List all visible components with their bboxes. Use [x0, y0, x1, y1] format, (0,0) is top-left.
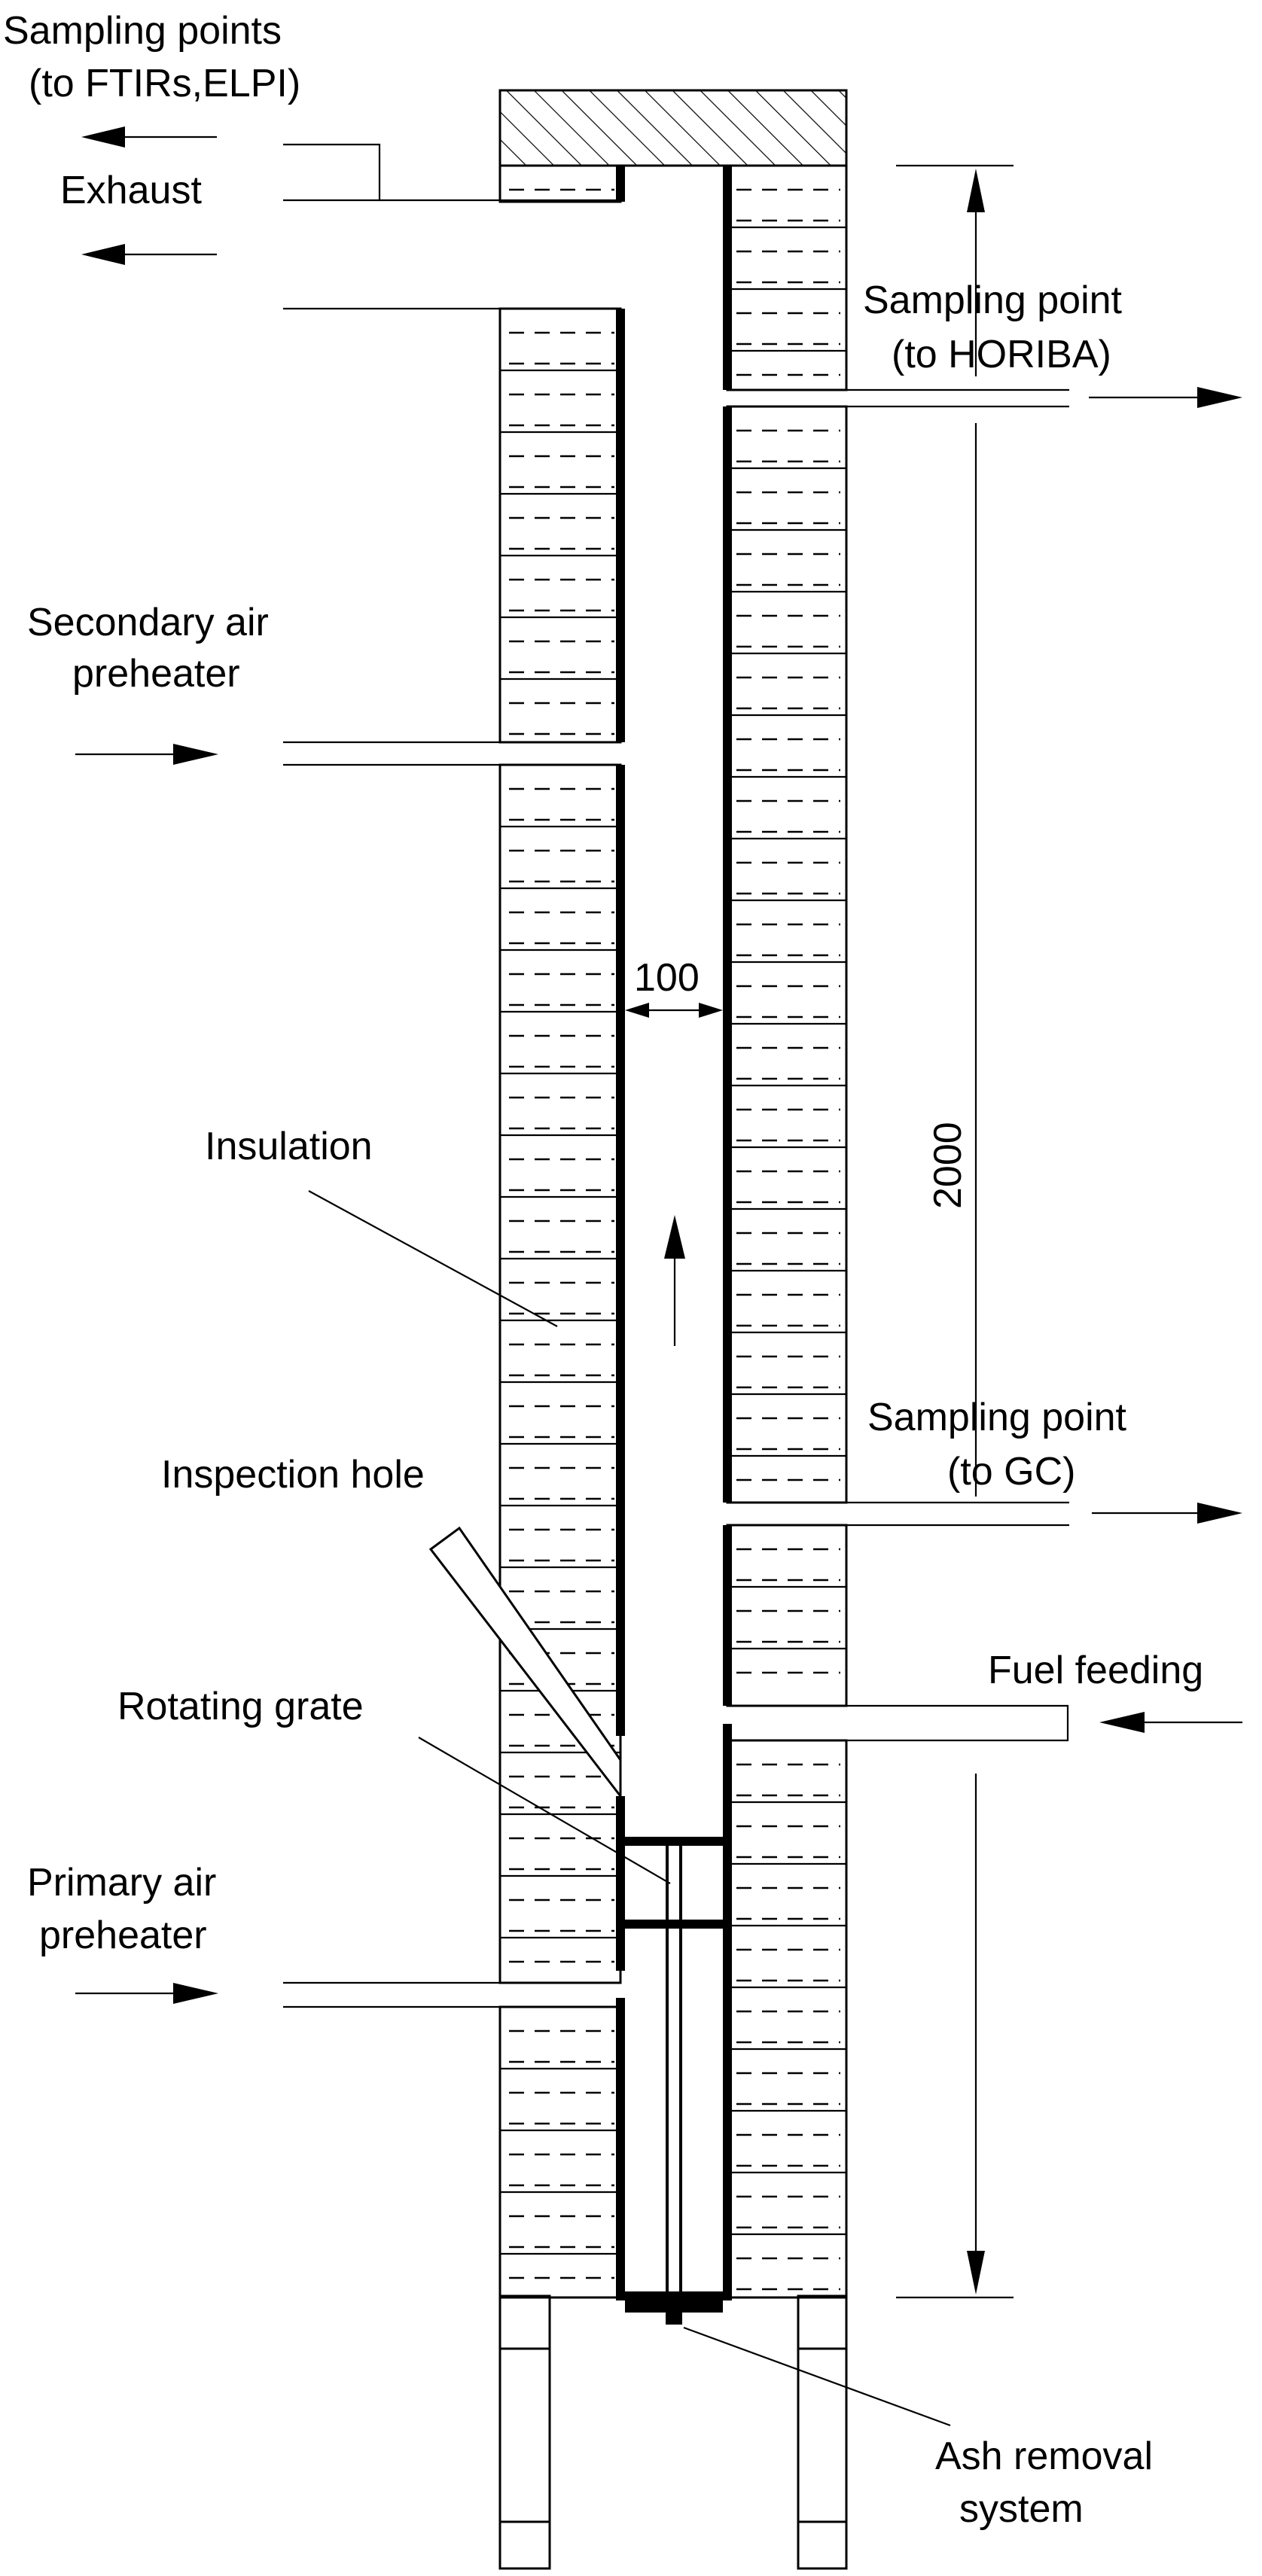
primary-air-label-line2: preheater [39, 1914, 207, 1957]
horiba-sampling-duct [727, 388, 1069, 408]
secondary-air-duct [283, 741, 620, 766]
top-cap [498, 89, 848, 167]
width-dimension-label: 100 [634, 956, 700, 1000]
fuel-feeding-duct [727, 1704, 1069, 1742]
reactor-walls [616, 166, 732, 2297]
sampling-points-label-line2: (to FTIRs,ELPI) [29, 62, 300, 105]
insulation-label: Insulation [205, 1125, 373, 1168]
inspection-hole-label: Inspection hole [161, 1453, 425, 1497]
sampling-gc-label-line2: (to GC) [947, 1450, 1075, 1494]
primary-air-duct [283, 1981, 620, 2008]
inspection-hole-tube [428, 1526, 622, 1800]
primary-air-label-line1: Primary air [27, 1861, 216, 1905]
ash-removal-label-line2: system [959, 2487, 1084, 2531]
exhaust-label: Exhaust [60, 169, 202, 212]
gc-sampling-duct [727, 1501, 1069, 1527]
rotating-grate [616, 1837, 732, 2325]
dimension-lines [625, 164, 1014, 2299]
sampling-gc-label-line1: Sampling point [867, 1396, 1127, 1439]
exhaust-duct [283, 143, 620, 310]
insulation-left-column [498, 164, 622, 2299]
secondary-air-label-line1: Secondary air [27, 601, 269, 644]
support-legs [498, 2294, 848, 2570]
sampling-horiba-label-line1: Sampling point [863, 279, 1123, 322]
insulation-right-column [726, 164, 848, 2299]
sampling-horiba-label-line2: (to HORIBA) [892, 333, 1111, 376]
ash-removal-label-line1: Ash removal [935, 2434, 1153, 2478]
rotating-grate-label: Rotating grate [117, 1685, 364, 1728]
secondary-air-label-line2: preheater [72, 652, 240, 696]
fuel-feeding-label: Fuel feeding [988, 1649, 1203, 1692]
leader-lines [308, 1190, 951, 2427]
flow-arrows [75, 126, 1242, 2004]
sampling-points-label-line1: Sampling points [3, 9, 282, 53]
height-dimension-label: 2000 [926, 1122, 970, 1209]
